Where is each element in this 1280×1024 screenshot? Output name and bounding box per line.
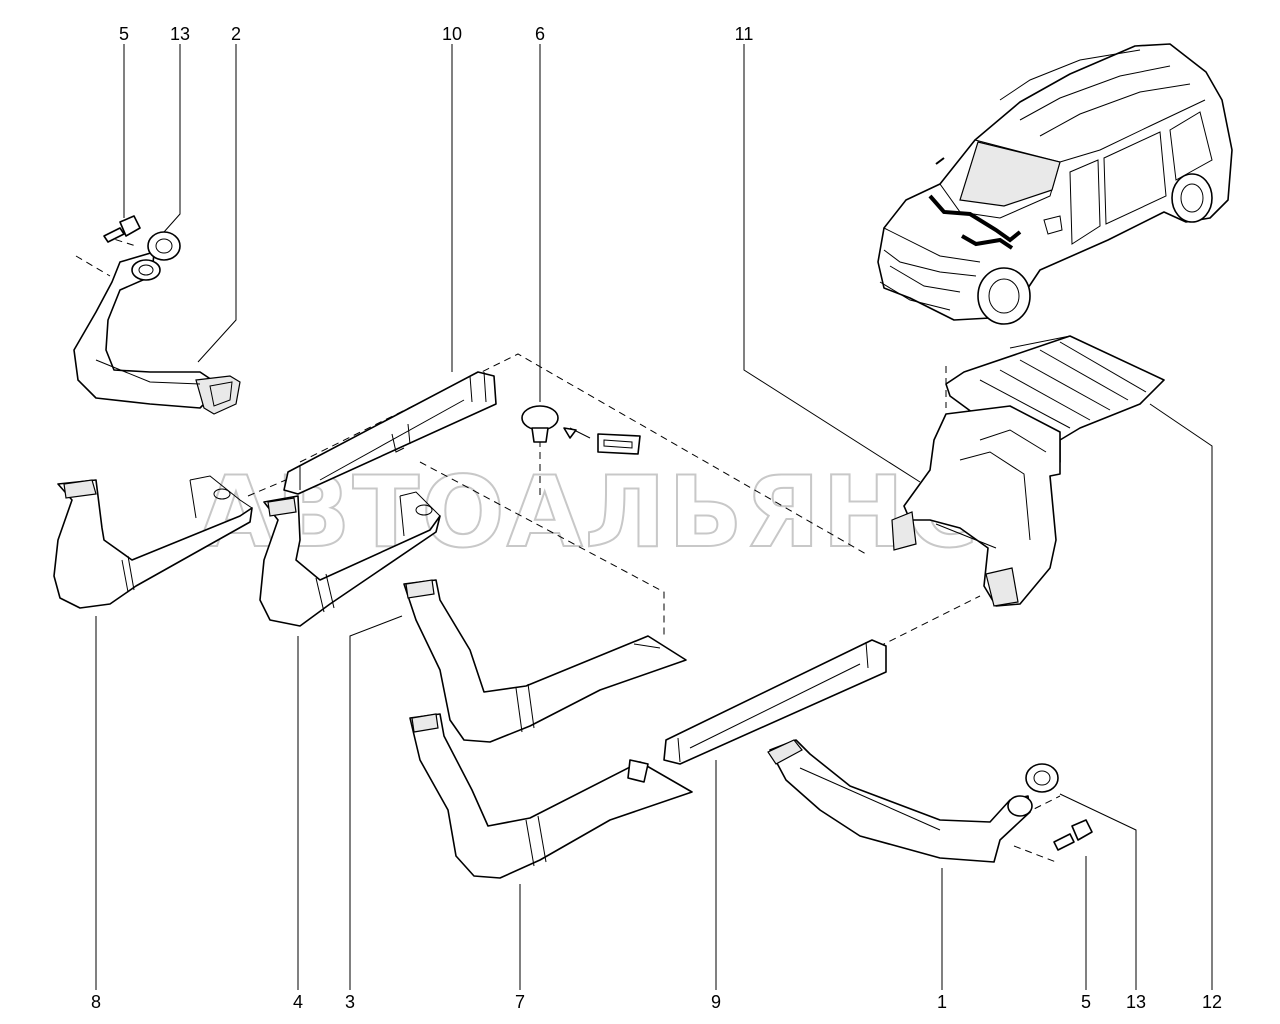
part-11-heater-box xyxy=(891,405,1061,607)
callout-8: 8 xyxy=(91,992,101,1012)
part-2-duct xyxy=(73,251,241,415)
part-13-washer-top xyxy=(147,231,181,261)
part-8-duct xyxy=(53,475,253,609)
part-7-duct xyxy=(409,713,693,879)
part-9-duct xyxy=(663,639,887,765)
callout-numbers-top: 5 13 2 10 6 11 xyxy=(119,24,753,44)
callout-10: 10 xyxy=(442,24,462,44)
callout-9: 9 xyxy=(711,992,721,1012)
part-3-duct xyxy=(403,579,687,743)
callout-3: 3 xyxy=(345,992,355,1012)
part-12-plate xyxy=(945,335,1165,463)
car-illustration xyxy=(877,43,1233,325)
callout-2: 2 xyxy=(231,24,241,44)
callout-5-bottom: 5 xyxy=(1081,992,1091,1012)
leader-lines xyxy=(95,44,1213,990)
part-4-duct xyxy=(259,491,441,627)
callout-numbers-bottom: 8 4 3 7 9 1 5 13 12 xyxy=(91,992,1222,1012)
callout-4: 4 xyxy=(293,992,303,1012)
part-10-duct xyxy=(283,371,497,495)
callout-5-top: 5 xyxy=(119,24,129,44)
callout-11: 11 xyxy=(735,24,754,44)
callout-7: 7 xyxy=(515,992,525,1012)
callout-1: 1 xyxy=(937,992,947,1012)
callout-13-bottom: 13 xyxy=(1126,992,1146,1012)
part-5-bolt-top xyxy=(103,215,141,243)
part-13-washer-bottom xyxy=(1025,763,1059,793)
part-6-clip xyxy=(521,405,641,455)
callout-6: 6 xyxy=(535,24,545,44)
assembly-lines xyxy=(75,235,1061,863)
part-5-bolt-bottom xyxy=(1053,819,1093,851)
part-1-duct xyxy=(767,739,1033,863)
callout-12: 12 xyxy=(1202,992,1222,1012)
callout-13-top: 13 xyxy=(170,24,190,44)
